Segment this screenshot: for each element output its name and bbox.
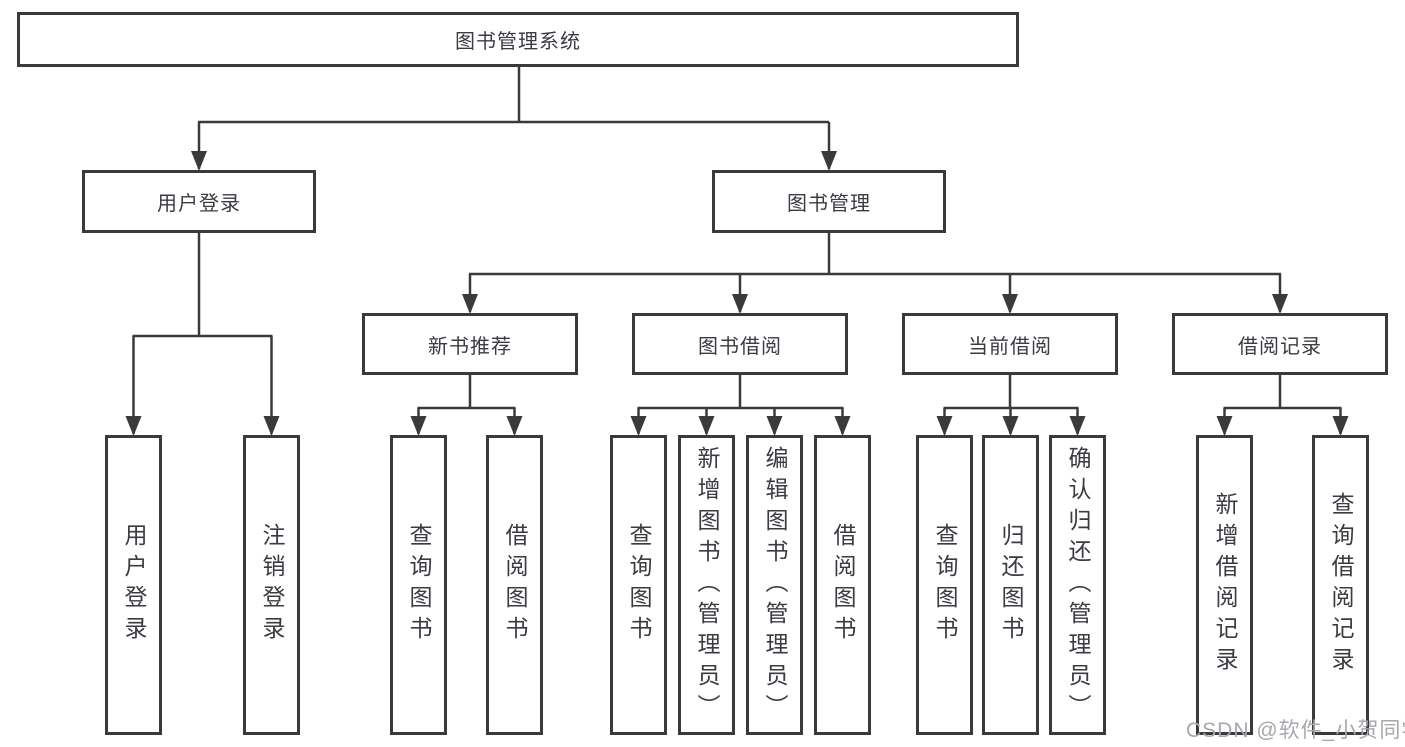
node-label: 新增借阅记录 bbox=[1212, 492, 1238, 678]
node-label: 借阅记录 bbox=[1238, 335, 1322, 358]
connector-records-to-leaves bbox=[1216, 375, 1349, 436]
leaf-query-borrow-record: 查询借阅记录 bbox=[1312, 435, 1369, 735]
node-label: 查询图书 bbox=[626, 523, 652, 647]
node-library-management-system: 图书管理系统 bbox=[17, 12, 1019, 67]
connector-borrow-to-leaves bbox=[630, 375, 851, 436]
connector-newbook-to-leaves bbox=[410, 375, 523, 436]
node-label: 新增图书（管理员） bbox=[694, 445, 720, 725]
node-label: 注销登录 bbox=[259, 523, 285, 647]
node-book-borrowing: 图书借阅 bbox=[632, 313, 848, 375]
node-label: 图书管理 bbox=[787, 193, 871, 215]
connector-current-to-leaves bbox=[936, 375, 1086, 436]
node-label: 借阅图书 bbox=[830, 523, 856, 647]
leaf-borrow-books: 借阅图书 bbox=[486, 435, 543, 735]
leaf-return-books: 归还图书 bbox=[982, 435, 1039, 735]
connector-bookmgmt-to-level3 bbox=[462, 233, 1288, 314]
node-user-login: 用户登录 bbox=[82, 170, 316, 233]
node-borrowing-records: 借阅记录 bbox=[1172, 313, 1388, 375]
node-label: 编辑图书（管理员） bbox=[762, 445, 788, 725]
connector-login-to-leaves bbox=[125, 233, 280, 436]
node-label: 当前借阅 bbox=[968, 335, 1052, 358]
node-label: 归还图书 bbox=[998, 523, 1024, 647]
leaf-confirm-return-admin: 确认归还（管理员） bbox=[1049, 435, 1106, 735]
node-label: 查询图书 bbox=[932, 523, 958, 647]
node-new-book-recommendation: 新书推荐 bbox=[362, 313, 578, 375]
node-label: 确认归还（管理员） bbox=[1065, 445, 1091, 725]
leaf-edit-books-admin: 编辑图书（管理员） bbox=[746, 435, 803, 735]
leaf-borrow-books: 借阅图书 bbox=[814, 435, 871, 735]
leaf-query-books: 查询图书 bbox=[390, 435, 447, 735]
leaf-query-books: 查询图书 bbox=[916, 435, 973, 735]
connector-root-to-level2 bbox=[191, 67, 837, 171]
leaf-query-books: 查询图书 bbox=[610, 435, 667, 735]
node-label: 图书借阅 bbox=[698, 335, 782, 358]
node-label: 借阅图书 bbox=[502, 523, 528, 647]
node-label: 查询借阅记录 bbox=[1328, 492, 1354, 678]
leaf-user-login: 用户登录 bbox=[105, 435, 162, 735]
leaf-add-books-admin: 新增图书（管理员） bbox=[678, 435, 735, 735]
node-label: 查询图书 bbox=[406, 523, 432, 647]
node-label: 新书推荐 bbox=[428, 335, 512, 358]
node-label: 图书管理系统 bbox=[455, 31, 581, 53]
leaf-add-borrow-record: 新增借阅记录 bbox=[1196, 435, 1253, 735]
node-label: 用户登录 bbox=[121, 523, 147, 647]
node-book-management: 图书管理 bbox=[712, 170, 946, 233]
leaf-logout: 注销登录 bbox=[243, 435, 300, 735]
node-label: 用户登录 bbox=[157, 193, 241, 215]
csdn-watermark: CSDN @软件_小贺同学 bbox=[1186, 719, 1405, 742]
node-current-borrowing: 当前借阅 bbox=[902, 313, 1118, 375]
